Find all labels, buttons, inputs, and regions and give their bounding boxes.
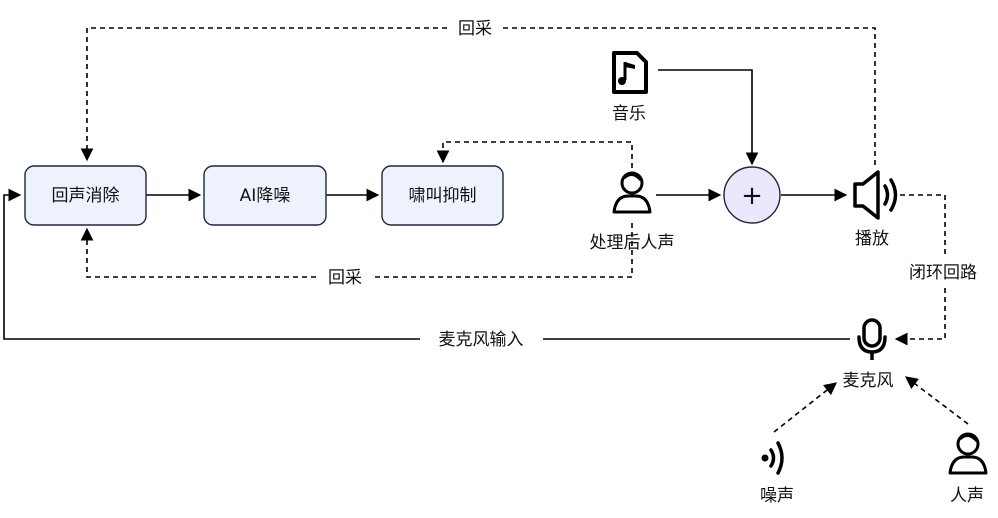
- person-icon: [612, 171, 652, 214]
- label-mic: 麦克风: [843, 371, 894, 391]
- speaker-icon: [853, 170, 898, 220]
- edge-voice-to-mic: [904, 376, 969, 425]
- edge-loopback-top-right: [503, 27, 876, 165]
- label-voice: 人声: [950, 486, 984, 506]
- edge-mic-input: [3, 188, 420, 340]
- mixer-symbol: +: [741, 181, 763, 211]
- label-mic-input: 麦克风输入: [439, 330, 524, 350]
- node-echo-cancel-label: 回声消除: [52, 186, 120, 206]
- edge-loopback-bottom-right: [374, 223, 633, 278]
- edge-loopback-top-left: [80, 27, 447, 162]
- edge-closed-loop-bottom: [894, 288, 946, 346]
- node-echo-cancel: 回声消除: [24, 165, 147, 226]
- edge-howl-feedback: [436, 141, 633, 168]
- label-loopback-top: 回采: [458, 19, 492, 39]
- edge-loopback-bottom-left: [80, 227, 316, 278]
- sound-wave-icon: [761, 441, 784, 475]
- mixer-node: +: [723, 166, 781, 224]
- person-icon-voice: [948, 432, 988, 475]
- edge-closed-loop-top: [900, 194, 946, 256]
- label-processed-voice: 处理后人声: [590, 233, 675, 253]
- node-ai-denoise-label: AI降噪: [240, 186, 291, 206]
- edge-noise-to-mic: [773, 382, 838, 433]
- label-loopback-bottom: 回采: [328, 268, 362, 288]
- label-music: 音乐: [612, 104, 646, 124]
- label-noise: 噪声: [760, 486, 794, 506]
- node-howl-suppress-label: 啸叫抑制: [409, 186, 477, 206]
- label-closed-loop: 闭环回路: [909, 263, 977, 283]
- node-howl-suppress: 啸叫抑制: [381, 165, 504, 226]
- music-file-icon: [612, 51, 648, 94]
- node-ai-denoise: AI降噪: [203, 165, 327, 226]
- label-playback: 播放: [855, 229, 889, 249]
- edge-music-to-mixer: [658, 69, 759, 166]
- microphone-icon: [857, 318, 887, 360]
